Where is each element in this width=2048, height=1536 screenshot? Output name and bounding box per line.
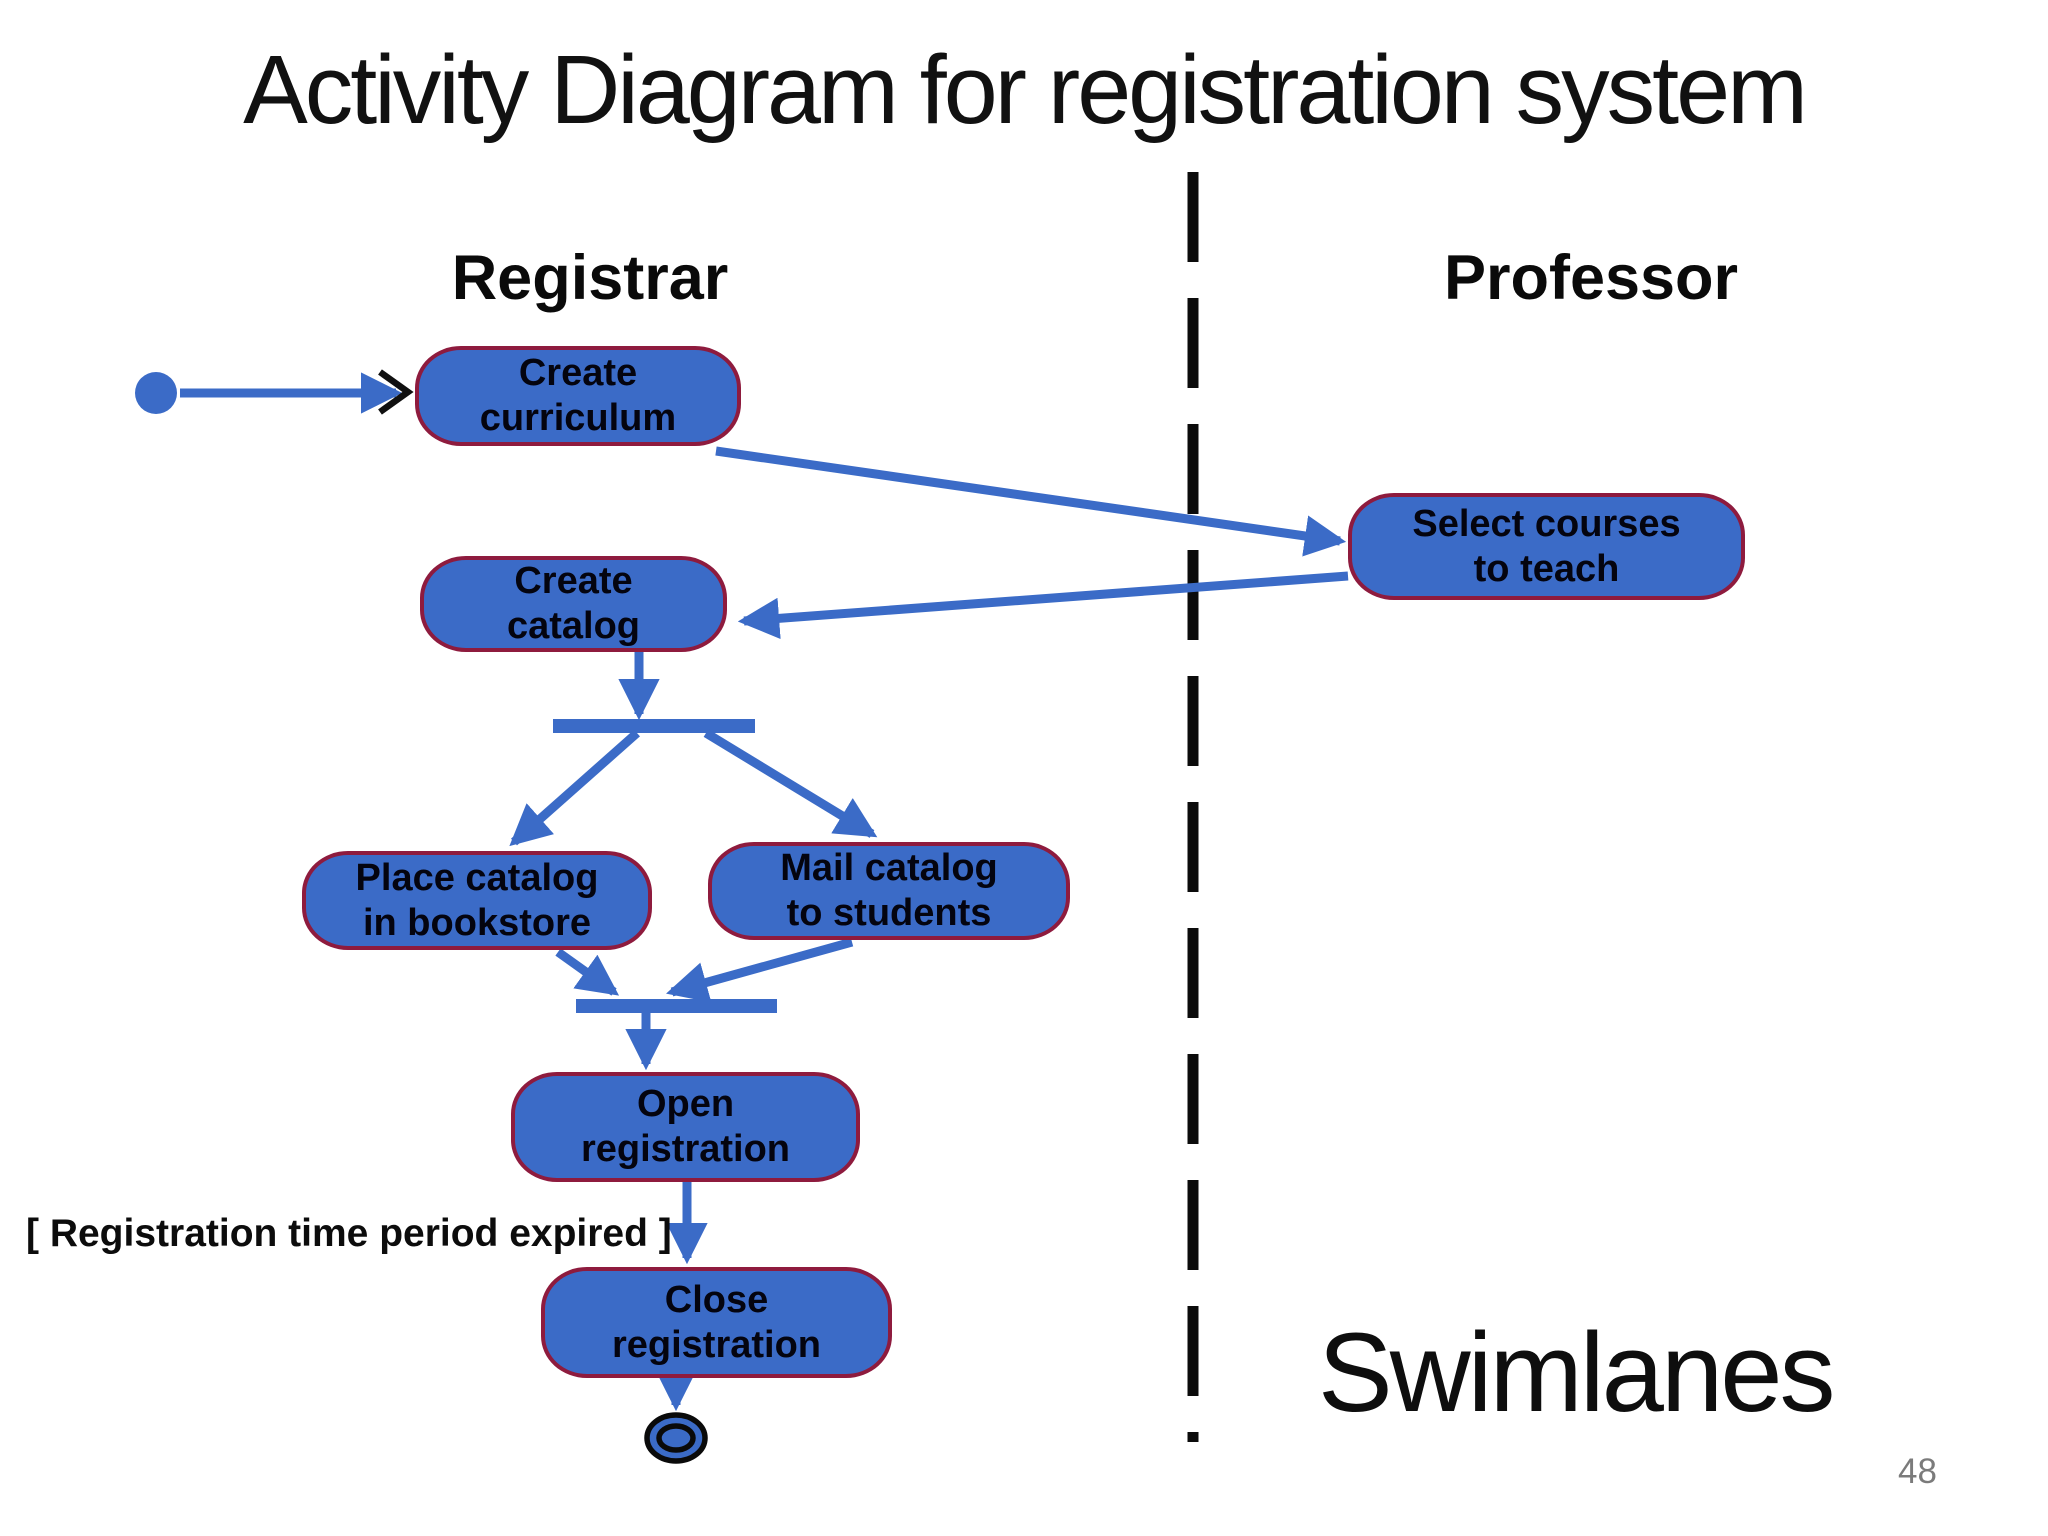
activity-label-line: Mail catalog — [780, 847, 998, 889]
activity-label-line: registration — [580, 1128, 791, 1170]
activity-place-catalog-in-bookstore: Place catalog in bookstore — [302, 851, 652, 950]
edge-fork-to-place-catalog — [509, 729, 640, 847]
activity-select-courses-to-teach: Select courses to teach — [1348, 493, 1745, 600]
activity-label-line: curriculum — [479, 397, 677, 439]
lane-header-professor: Professor — [1443, 243, 1739, 313]
swimlanes-caption: Swimlanes — [1318, 1310, 1836, 1435]
activity-close-registration: Close registration — [541, 1267, 892, 1378]
activity-create-catalog: Create catalog — [420, 556, 727, 652]
fork-bar — [553, 719, 755, 733]
edge-place-catalog-to-join — [555, 948, 620, 996]
activity-label-line: Close — [664, 1278, 769, 1321]
join-bar — [576, 999, 777, 1013]
activity-label-line: Create — [518, 352, 638, 394]
chevron-icon — [378, 369, 414, 415]
guard-label: [ Registration time period expired ] — [26, 1212, 672, 1255]
final-node-outer-ring — [644, 1412, 708, 1464]
initial-node — [135, 372, 177, 414]
slide-title: Activity Diagram for registration system — [243, 35, 1808, 144]
page-number: 48 — [1898, 1452, 1937, 1491]
edge-curriculum-to-select-courses — [715, 446, 1347, 557]
final-node-inner-ring — [656, 1423, 696, 1453]
lane-header-registrar: Registrar — [451, 243, 729, 313]
activity-label-line: Place catalog — [355, 856, 599, 899]
activity-label-line: to teach — [1473, 547, 1620, 590]
activity-label-line: in bookstore — [362, 901, 592, 944]
activity-open-registration: Open registration — [511, 1072, 860, 1182]
activity-label-line: registration — [611, 1323, 822, 1366]
activity-label-line: catalog — [506, 605, 641, 647]
activity-label-line: to students — [786, 892, 992, 934]
activity-create-curriculum: Create curriculum — [415, 346, 741, 446]
activity-mail-catalog-to-students: Mail catalog to students — [708, 842, 1070, 940]
edge-fork-to-mail-catalog — [703, 729, 878, 838]
activity-label-line: Create — [514, 560, 633, 602]
edge-mail-catalog-to-join — [666, 937, 854, 1003]
activity-label-line: Select courses — [1412, 502, 1681, 545]
edge-select-courses-to-create-catalog — [737, 571, 1349, 640]
activity-label-line: Open — [636, 1083, 735, 1125]
